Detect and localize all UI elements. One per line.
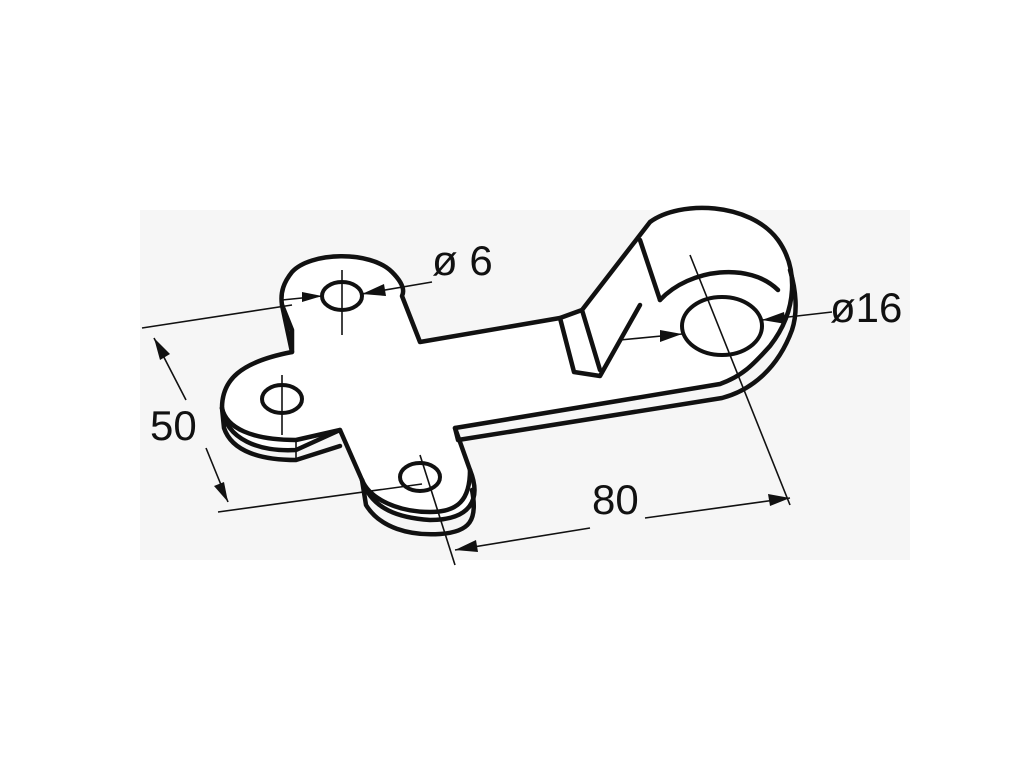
large-hole <box>680 295 764 357</box>
part-top-face <box>219 205 795 523</box>
arm-step-line <box>557 302 643 379</box>
dimension-small-hole: ø 6 <box>281 237 493 302</box>
extension-line-top-50 <box>141 304 293 329</box>
part-bottom-edge-arm <box>452 267 798 443</box>
dimension-large-hole: ø16 <box>619 284 902 342</box>
extension-line-right-80 <box>689 254 791 506</box>
arm-step-line-2 <box>579 307 603 373</box>
part-bottom-edge-left <box>219 405 343 463</box>
large-hole-diameter-label: ø16 <box>830 284 902 331</box>
dimension-length: 80 <box>454 476 791 552</box>
bracket-part <box>219 205 798 537</box>
boss-side-line <box>637 237 663 303</box>
part-top-lobe-side <box>279 302 295 355</box>
length-label: 80 <box>592 476 639 523</box>
extension-line-bottom-50 <box>217 483 423 513</box>
width-label: 50 <box>150 402 197 449</box>
part-bottom-edge-lower-lobe <box>359 477 477 537</box>
left-lobe-inner-edge <box>219 405 343 443</box>
dimension-width: 50 <box>141 304 423 513</box>
center-lines <box>281 254 791 566</box>
extension-line-left-80 <box>419 454 456 566</box>
small-hole-diameter-label: ø 6 <box>432 237 493 284</box>
boss-inner-arc <box>657 269 781 303</box>
lower-lobe-inner-edge <box>359 467 473 515</box>
